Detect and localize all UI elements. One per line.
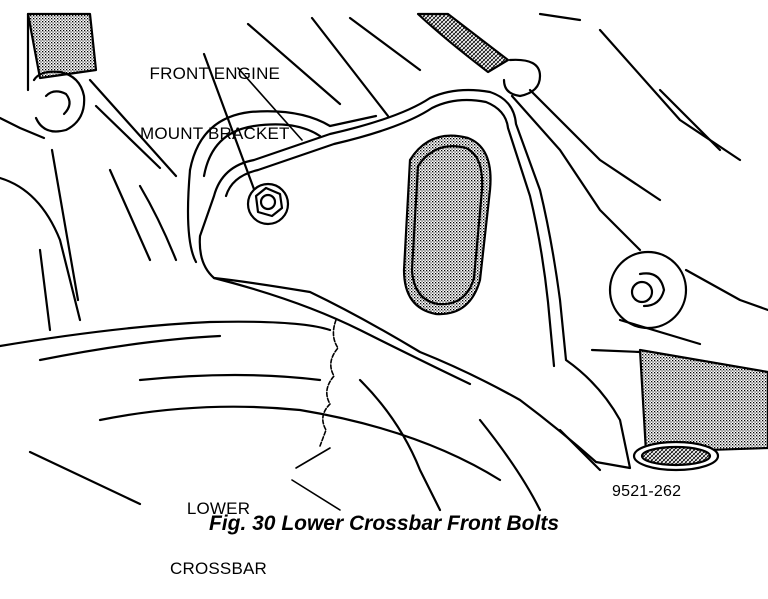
figure-code: 9521-262 (612, 483, 682, 500)
front-engine-mount-bracket-label: FRONT ENGINE MOUNT BRACKET (140, 24, 290, 164)
crossbar-label-line2: CROSSBAR (170, 559, 268, 578)
lower-tube (638, 348, 768, 454)
mount-bushing (188, 110, 378, 172)
engine-label-line2: MOUNT BRACKET (140, 124, 290, 143)
upper-hose (416, 12, 510, 74)
weld-seam (319, 319, 339, 447)
bracket-bolt (246, 182, 290, 226)
crossbar-leader-2 (291, 479, 341, 511)
crossbar-bolt (608, 250, 688, 330)
engine-label-line1: FRONT ENGINE (149, 64, 281, 83)
crossbar-leader-1 (295, 447, 331, 469)
engine-bracket-leader (237, 67, 303, 141)
left-hose (26, 12, 98, 80)
crossbar-label-line1: LOWER (186, 499, 251, 518)
figure-caption: Fig. 30 Lower Crossbar Front Bolts (208, 512, 560, 535)
engine-bracket-illustration (0, 12, 768, 512)
engine-mount-bracket (198, 88, 632, 470)
lower-crossbar (0, 320, 332, 348)
